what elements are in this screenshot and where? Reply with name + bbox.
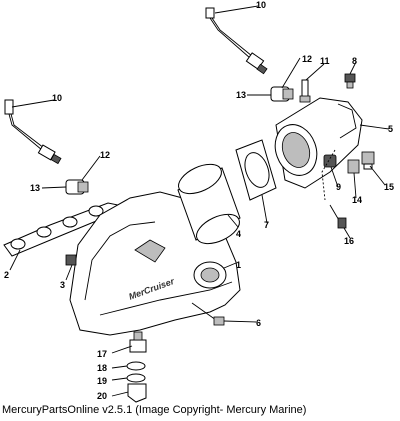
callouts: 10 12 13 11 8 5 10 12 13 9 14 15 7 4 16 … <box>4 0 394 401</box>
callout-12-left: 12 <box>100 150 110 160</box>
oxygen-sensor-left[interactable] <box>4 99 62 165</box>
callout-19: 19 <box>97 376 107 386</box>
fitting-14[interactable] <box>347 159 360 174</box>
callout-12-upper: 12 <box>302 54 312 64</box>
callout-13-left: 13 <box>30 183 40 193</box>
callout-6: 6 <box>256 318 261 328</box>
callout-16: 16 <box>344 236 354 246</box>
o-ring-19[interactable] <box>126 373 146 383</box>
callout-9: 9 <box>336 182 341 192</box>
sensor-boss-left[interactable] <box>65 179 89 195</box>
callout-17: 17 <box>97 349 107 359</box>
callout-15: 15 <box>384 182 394 192</box>
callout-11: 11 <box>320 56 330 66</box>
callout-20: 20 <box>97 391 107 401</box>
callout-4: 4 <box>236 229 241 239</box>
fitting-15[interactable] <box>361 151 375 170</box>
copyright-caption: MercuryPartsOnline v2.5.1 (Image Copyrig… <box>2 404 307 416</box>
elbow-gasket[interactable] <box>235 139 277 201</box>
drain-plug-3[interactable] <box>65 254 77 266</box>
callout-14: 14 <box>352 195 362 205</box>
hidden-line <box>321 149 336 201</box>
callout-3: 3 <box>60 280 65 290</box>
elbow-fitting-20[interactable] <box>127 383 147 403</box>
callout-10-left: 10 <box>52 93 62 103</box>
callout-2: 2 <box>4 270 9 280</box>
temperature-sender[interactable] <box>329 204 347 229</box>
stud[interactable] <box>299 79 311 103</box>
callout-1: 1 <box>236 260 241 270</box>
fitting-17[interactable] <box>129 331 147 353</box>
fitting-8[interactable] <box>344 73 356 89</box>
sensor-boss-upper[interactable] <box>270 86 294 102</box>
oxygen-sensor-upper[interactable] <box>205 7 268 75</box>
manifold-gasket[interactable] <box>3 202 119 257</box>
o-ring-18[interactable] <box>126 361 146 371</box>
exhaust-sleeve[interactable] <box>174 158 244 249</box>
exhaust-elbow[interactable] <box>268 97 363 189</box>
callout-7: 7 <box>264 220 269 230</box>
callout-5: 5 <box>388 124 393 134</box>
callout-10-upper: 10 <box>256 0 266 10</box>
callout-13-upper: 13 <box>236 90 246 100</box>
leader-lines <box>9 5 390 397</box>
callout-18: 18 <box>97 363 107 373</box>
callout-8: 8 <box>352 56 357 66</box>
